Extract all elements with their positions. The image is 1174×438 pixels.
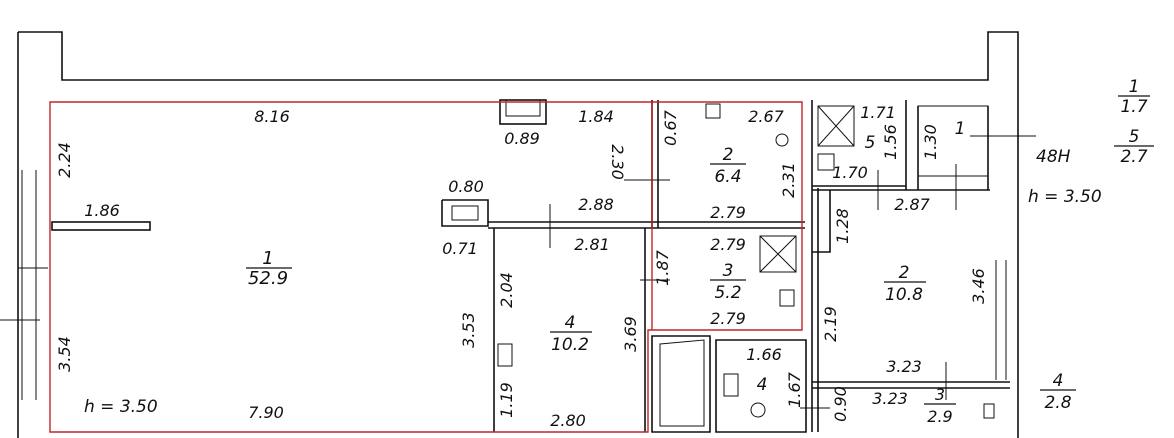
dimension-label: 1.87 bbox=[653, 249, 672, 285]
dimension-label: 1.71 bbox=[860, 103, 896, 122]
svg-text:10.2: 10.2 bbox=[551, 335, 589, 355]
summary-label: 5 2.7 bbox=[1114, 127, 1154, 167]
svg-text:2: 2 bbox=[899, 263, 910, 283]
dimension-label: 2.04 bbox=[497, 272, 516, 308]
dimension-label: 2.79 bbox=[710, 309, 746, 328]
dimension-label: 2.67 bbox=[748, 107, 784, 126]
svg-text:1: 1 bbox=[262, 248, 273, 269]
dimension-label: 1.56 bbox=[881, 124, 900, 160]
dimension-label: 0.67 bbox=[661, 109, 680, 145]
dimension-label: 1.19 bbox=[497, 382, 516, 418]
dimension-label: 3.23 bbox=[886, 357, 922, 376]
dimension-label: 1.28 bbox=[833, 208, 852, 244]
room-number: 1 bbox=[955, 119, 966, 139]
room-number: 5 bbox=[865, 133, 876, 153]
dimension-label: 7.90 bbox=[248, 403, 284, 422]
dimension-label: 1.86 bbox=[84, 201, 120, 220]
dimension-label: 3.53 bbox=[459, 312, 478, 348]
dimension-label: 2.79 bbox=[710, 203, 746, 222]
room-label: 3 2.9 bbox=[924, 385, 956, 426]
walls bbox=[0, 31, 1036, 438]
svg-text:4: 4 bbox=[1053, 371, 1064, 391]
dimension-labels: 8.16 0.89 1.84 2.24 1.86 0.80 0.71 2.30 … bbox=[55, 103, 988, 430]
dimension-label: 1.66 bbox=[746, 345, 782, 364]
dimension-label: 0.80 bbox=[448, 177, 484, 196]
svg-text:2.9: 2.9 bbox=[927, 407, 952, 426]
dimension-label: 1.84 bbox=[578, 107, 614, 126]
svg-text:2.8: 2.8 bbox=[1044, 393, 1071, 413]
ceiling-height-label: h = 3.50 bbox=[1028, 187, 1102, 207]
dimension-label: 2.79 bbox=[710, 235, 746, 254]
dimension-label: 2.19 bbox=[821, 306, 840, 342]
room-label: 2 10.8 bbox=[884, 263, 926, 305]
dimension-label: 2.30 bbox=[608, 144, 627, 180]
dimension-label: 3.54 bbox=[55, 336, 74, 372]
dimension-label: 2.87 bbox=[894, 195, 930, 214]
dimension-label: 1.67 bbox=[785, 371, 804, 407]
svg-text:5: 5 bbox=[1129, 127, 1140, 147]
svg-text:5.2: 5.2 bbox=[714, 283, 741, 303]
dimension-label: 2.31 bbox=[779, 162, 798, 198]
dimension-label: 0.71 bbox=[442, 239, 478, 258]
room-label: 4 10.2 bbox=[550, 313, 592, 355]
svg-text:1: 1 bbox=[1129, 77, 1140, 97]
ceiling-height-label: h = 3.50 bbox=[84, 397, 158, 417]
svg-text:10.8: 10.8 bbox=[885, 285, 923, 305]
dimension-label: 1.70 bbox=[832, 163, 868, 182]
svg-text:3: 3 bbox=[935, 385, 945, 404]
dimension-label: 0.89 bbox=[504, 129, 540, 148]
apartment-boundary bbox=[49, 101, 803, 433]
dimension-label: 2.80 bbox=[550, 411, 586, 430]
svg-text:1.7: 1.7 bbox=[1120, 97, 1147, 117]
corridor-label: 48Н bbox=[1036, 147, 1071, 167]
summary-label: 4 2.8 bbox=[1040, 371, 1076, 413]
dimension-label: 3.69 bbox=[621, 316, 640, 352]
dimension-label: 0.90 bbox=[831, 386, 850, 422]
dimension-label: 2.24 bbox=[55, 142, 74, 178]
dimension-label: 3.46 bbox=[969, 268, 988, 304]
room-label: 2 6.4 bbox=[710, 145, 746, 187]
dimension-label: 1.30 bbox=[921, 124, 940, 160]
svg-text:2: 2 bbox=[723, 145, 734, 165]
svg-text:3: 3 bbox=[723, 261, 734, 281]
dimension-label: 2.81 bbox=[574, 235, 610, 254]
dimension-label: 2.88 bbox=[578, 195, 614, 214]
dimension-label: 3.23 bbox=[872, 389, 908, 408]
room-number: 4 bbox=[757, 375, 768, 395]
room-label: 3 5.2 bbox=[710, 261, 746, 303]
dimension-label: 8.16 bbox=[254, 107, 290, 126]
svg-text:6.4: 6.4 bbox=[714, 167, 741, 187]
svg-text:4: 4 bbox=[565, 313, 576, 333]
svg-text:2.7: 2.7 bbox=[1120, 147, 1147, 167]
summary-label: 1 1.7 bbox=[1118, 77, 1150, 117]
room-label: 1 52.9 bbox=[246, 248, 292, 289]
svg-text:52.9: 52.9 bbox=[248, 268, 288, 289]
